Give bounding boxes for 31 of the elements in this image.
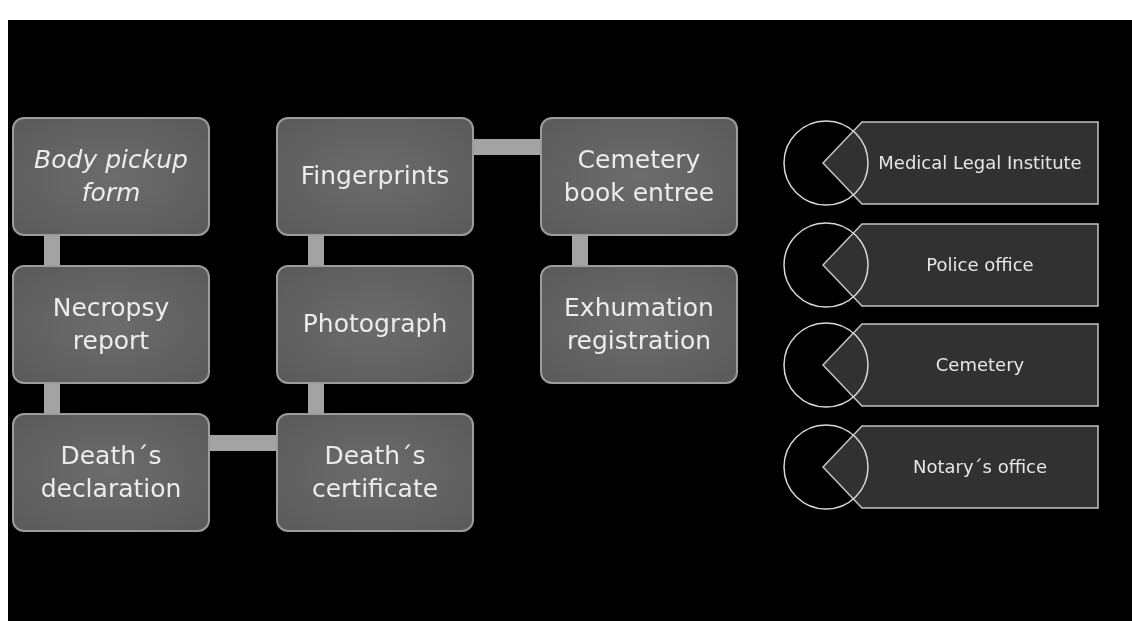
node-text: Death´s declaration bbox=[39, 440, 183, 505]
process-box bbox=[12, 265, 210, 384]
node-text: Death´s certificate bbox=[310, 440, 440, 505]
process-box bbox=[540, 265, 738, 384]
process-box bbox=[276, 117, 474, 236]
connector-bar bbox=[308, 236, 324, 265]
label-tag bbox=[782, 120, 1100, 206]
connector-bar bbox=[572, 236, 588, 265]
node-text: Photograph bbox=[302, 308, 448, 341]
connector-bar bbox=[210, 435, 276, 451]
node-text: Body pickup form bbox=[33, 144, 189, 209]
process-box bbox=[276, 265, 474, 384]
process-box bbox=[540, 117, 738, 236]
node-text: Fingerprints bbox=[300, 160, 450, 193]
process-box bbox=[12, 413, 210, 532]
label-tag bbox=[782, 322, 1100, 408]
node-text: Notary´s office bbox=[912, 454, 1048, 479]
connector-bar bbox=[308, 384, 324, 413]
node-text: Cemetery book entree bbox=[562, 144, 716, 209]
connector-bar bbox=[44, 236, 60, 265]
label-tag bbox=[782, 222, 1100, 308]
node-text: Necropsy report bbox=[51, 292, 171, 357]
node-text: Police office bbox=[926, 252, 1034, 277]
connector-bar bbox=[44, 384, 60, 413]
connector-bar bbox=[474, 139, 540, 155]
node-text: Medical Legal Institute bbox=[878, 150, 1082, 175]
label-tag bbox=[782, 424, 1100, 510]
process-box bbox=[12, 117, 210, 236]
process-box bbox=[276, 413, 474, 532]
node-text: Cemetery bbox=[935, 352, 1025, 377]
node-text: Exhumation registration bbox=[563, 292, 715, 357]
